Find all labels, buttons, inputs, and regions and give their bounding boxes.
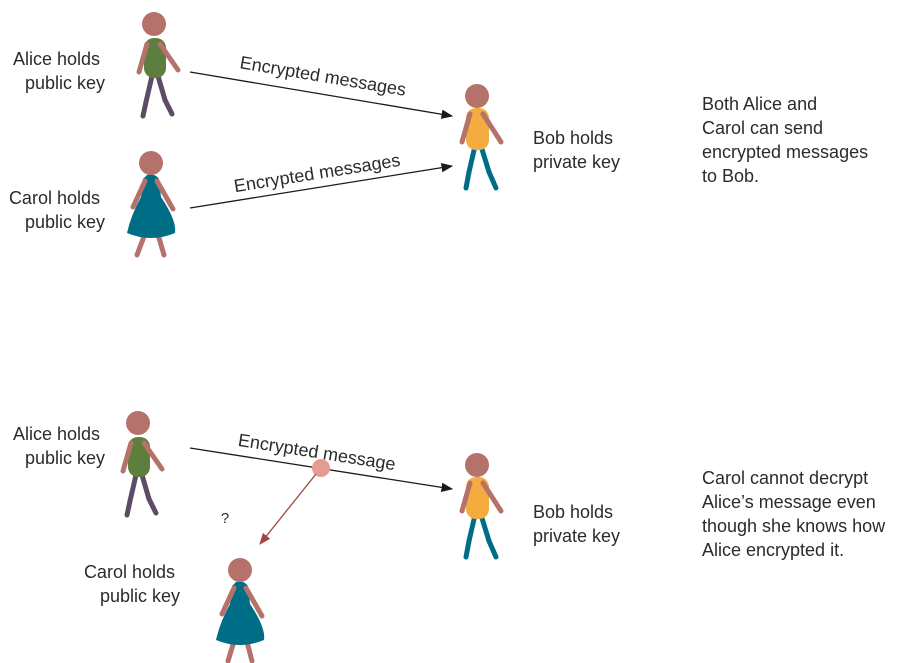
bottom-panel: Alice holds public key Bob holds p	[13, 411, 890, 663]
alice-shin-left	[124, 498, 133, 518]
bob-shin-left	[463, 538, 472, 560]
intercept-dot	[312, 459, 330, 477]
top-arrow-carol-label: Encrypted messages	[232, 150, 401, 196]
top-alice-figure	[136, 12, 181, 119]
alice-arm-left	[136, 41, 150, 75]
alice-arm-right	[141, 440, 165, 472]
alice-leg-left	[143, 73, 155, 105]
carol-arm-right	[243, 585, 265, 619]
bob-arm-right	[480, 111, 504, 145]
top-arrow-alice-to-bob	[189, 71, 454, 119]
bob-leg-right	[478, 143, 492, 175]
bob-leg-left	[466, 143, 478, 175]
alice-shin-left	[140, 99, 149, 119]
bottom-bob-label: Bob holds private key	[533, 502, 620, 546]
alice-arm-right	[157, 41, 181, 73]
carol-head	[228, 558, 252, 582]
bottom-carol-figure	[216, 558, 265, 663]
bottom-bob-figure	[459, 453, 504, 560]
top-carol-label: Carol holds public key	[9, 188, 105, 232]
bottom-alice-figure	[120, 411, 165, 518]
alice-leg-left	[127, 472, 139, 504]
top-carol-figure	[127, 151, 176, 258]
alice-arm-left	[120, 440, 134, 474]
top-bob-label: Bob holds private key	[533, 128, 620, 172]
bob-arm-right	[480, 480, 504, 514]
bob-shin-right	[486, 169, 499, 191]
bottom-carol-label: Carol holds public key	[84, 562, 180, 606]
carol-arm-left	[219, 585, 237, 617]
alice-leg-right	[139, 472, 152, 502]
bob-leg-left	[466, 512, 478, 544]
bob-arm-left	[459, 111, 473, 145]
alice-leg-right	[155, 73, 168, 103]
alice-head	[142, 12, 166, 36]
top-alice-label: Alice holds public key	[13, 49, 105, 93]
bottom-alice-label: Alice holds public key	[13, 424, 105, 468]
top-bob-figure	[459, 84, 504, 191]
question-mark: ?	[221, 510, 229, 527]
top-arrow-alice-label: Encrypted messages	[238, 52, 407, 99]
carol-arm-right	[154, 178, 176, 212]
bob-head	[465, 453, 489, 477]
bob-shin-left	[463, 169, 472, 191]
top-panel: Alice holds public key Carol holds publi…	[9, 12, 873, 258]
carol-head	[139, 151, 163, 175]
bob-arm-left	[459, 480, 473, 514]
carol-arm-left	[130, 178, 148, 210]
bob-head	[465, 84, 489, 108]
bottom-note: Carol cannot decrypt Alice’s message eve…	[702, 468, 890, 560]
bob-shin-right	[486, 538, 499, 560]
carol-dress	[127, 174, 176, 238]
carol-dress	[216, 581, 265, 645]
top-note: Both Alice and Carol can send encrypted …	[702, 94, 873, 186]
alice-shin-right	[162, 97, 175, 117]
alice-head	[126, 411, 150, 435]
intercept-arrow-to-carol	[259, 473, 317, 545]
bob-leg-right	[478, 512, 492, 544]
top-arrow-carol-to-bob	[189, 163, 454, 209]
alice-shin-right	[146, 496, 159, 516]
